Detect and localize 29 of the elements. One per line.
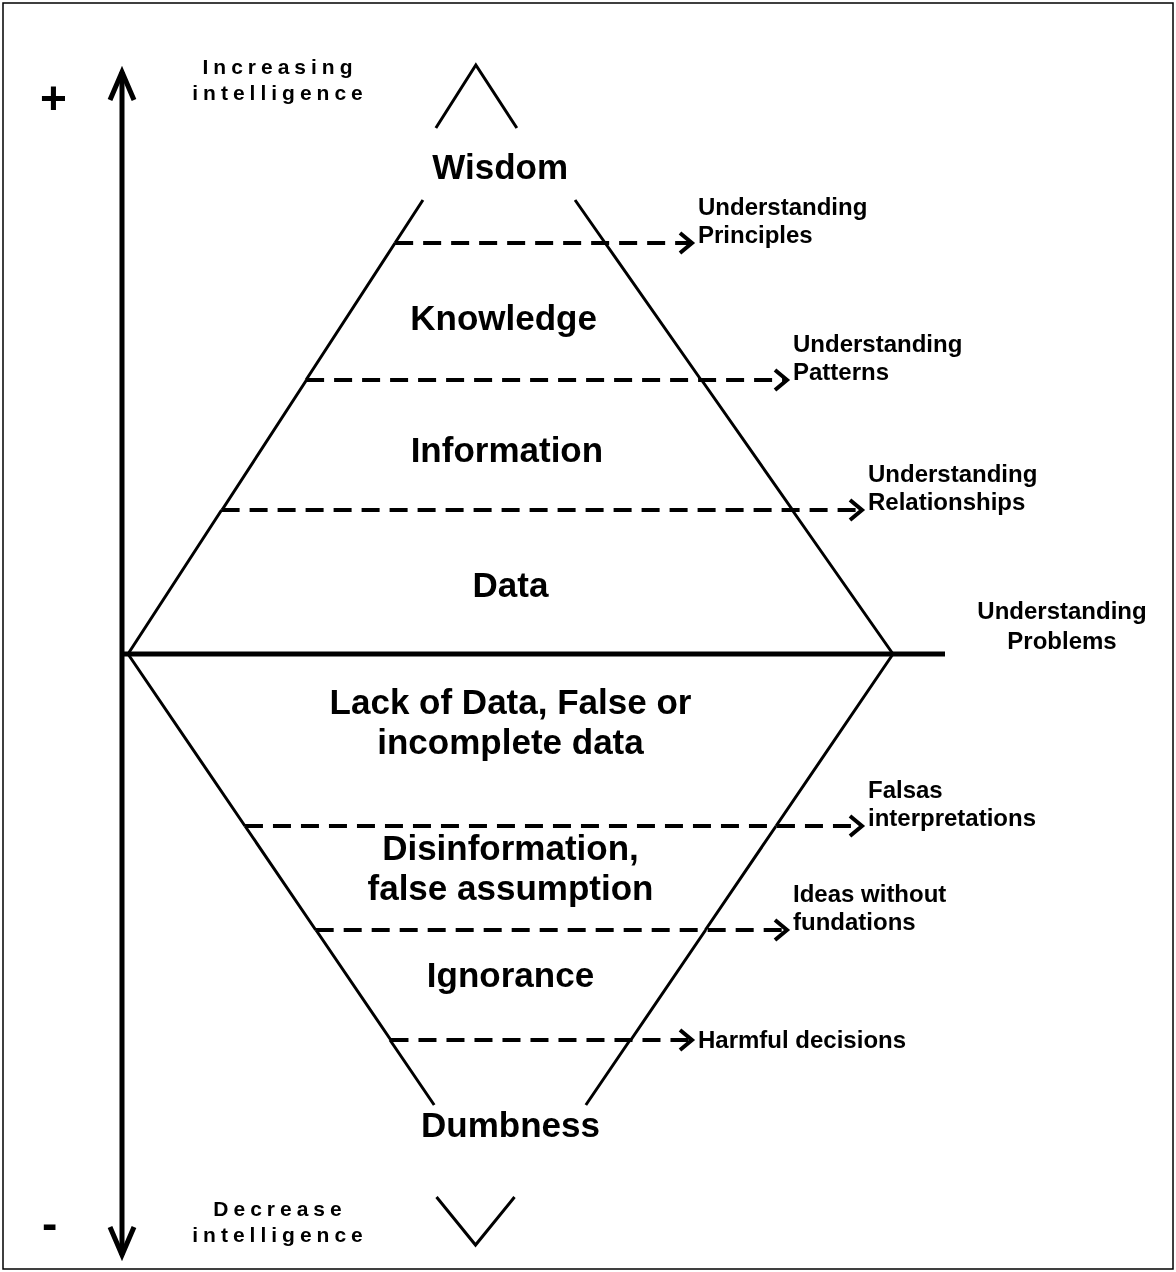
band-label: Lack of Data, False or incomplete data [328,682,693,762]
band-label: Wisdom [432,147,569,187]
axis-label: Understanding Problems [976,596,1148,656]
band-label: Knowledge [410,298,597,338]
band-label: Disinformation, false assumption [366,828,655,908]
band-label: Dumbness [421,1105,600,1145]
diamond-band [395,62,606,243]
dashed-arrow [221,498,864,522]
axis-label: Decrease intelligence [191,1196,369,1249]
band-label: Ignorance [426,955,595,995]
diamond-band [390,1040,631,1250]
dashed-arrow [390,1028,694,1052]
outcome-label: Understanding Principles [698,193,938,249]
dashed-arrow [306,368,789,392]
outcome-label: Understanding Relationships [868,460,1108,516]
dashed-arrow [244,814,864,838]
diamond-band [244,826,777,930]
outcome-label: Harmful decisions [698,1026,907,1054]
outcome-label: Understanding Patterns [793,330,1033,386]
minus-sign: - [42,1196,58,1251]
dashed-arrow [315,918,789,942]
band-label: Data [472,565,549,605]
outcome-label: Falsas interpretations [868,776,1108,832]
diamond-band [221,380,793,510]
axis-label: Increasing intelligence [191,54,369,107]
outcome-label: Ideas without fundations [793,880,1033,936]
dashed-arrow [395,231,694,255]
band-label: Information [410,430,604,470]
plus-sign: + [40,71,67,126]
